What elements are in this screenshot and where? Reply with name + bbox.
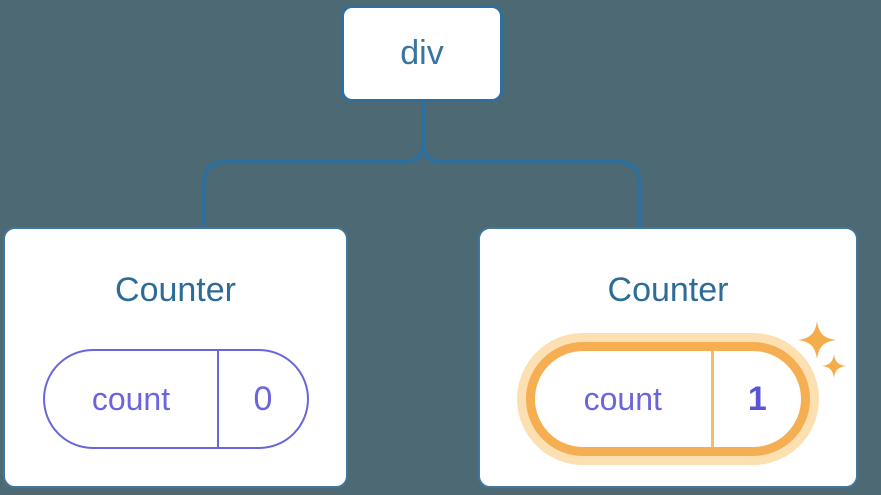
state-name: count <box>535 351 714 447</box>
root-node-label: div <box>400 34 444 72</box>
state-value: 0 <box>253 379 273 418</box>
state-pill-row: count 1 <box>526 342 810 456</box>
counter-card-right: Counter count 1 <box>478 227 858 488</box>
state-value: 1 <box>747 379 767 418</box>
counter-card-left: Counter count 0 <box>3 227 348 488</box>
state-name: count <box>45 351 220 447</box>
component-title: Counter <box>115 271 236 309</box>
state-pill-row: count 0 <box>42 349 309 449</box>
state-pill: count 0 <box>42 349 309 449</box>
component-title: Counter <box>607 271 729 309</box>
sparkle-icon <box>822 354 846 378</box>
state-pill-highlighted: count 1 <box>526 342 810 456</box>
sparkle-icon <box>798 321 836 359</box>
root-node-div: div <box>341 5 503 102</box>
